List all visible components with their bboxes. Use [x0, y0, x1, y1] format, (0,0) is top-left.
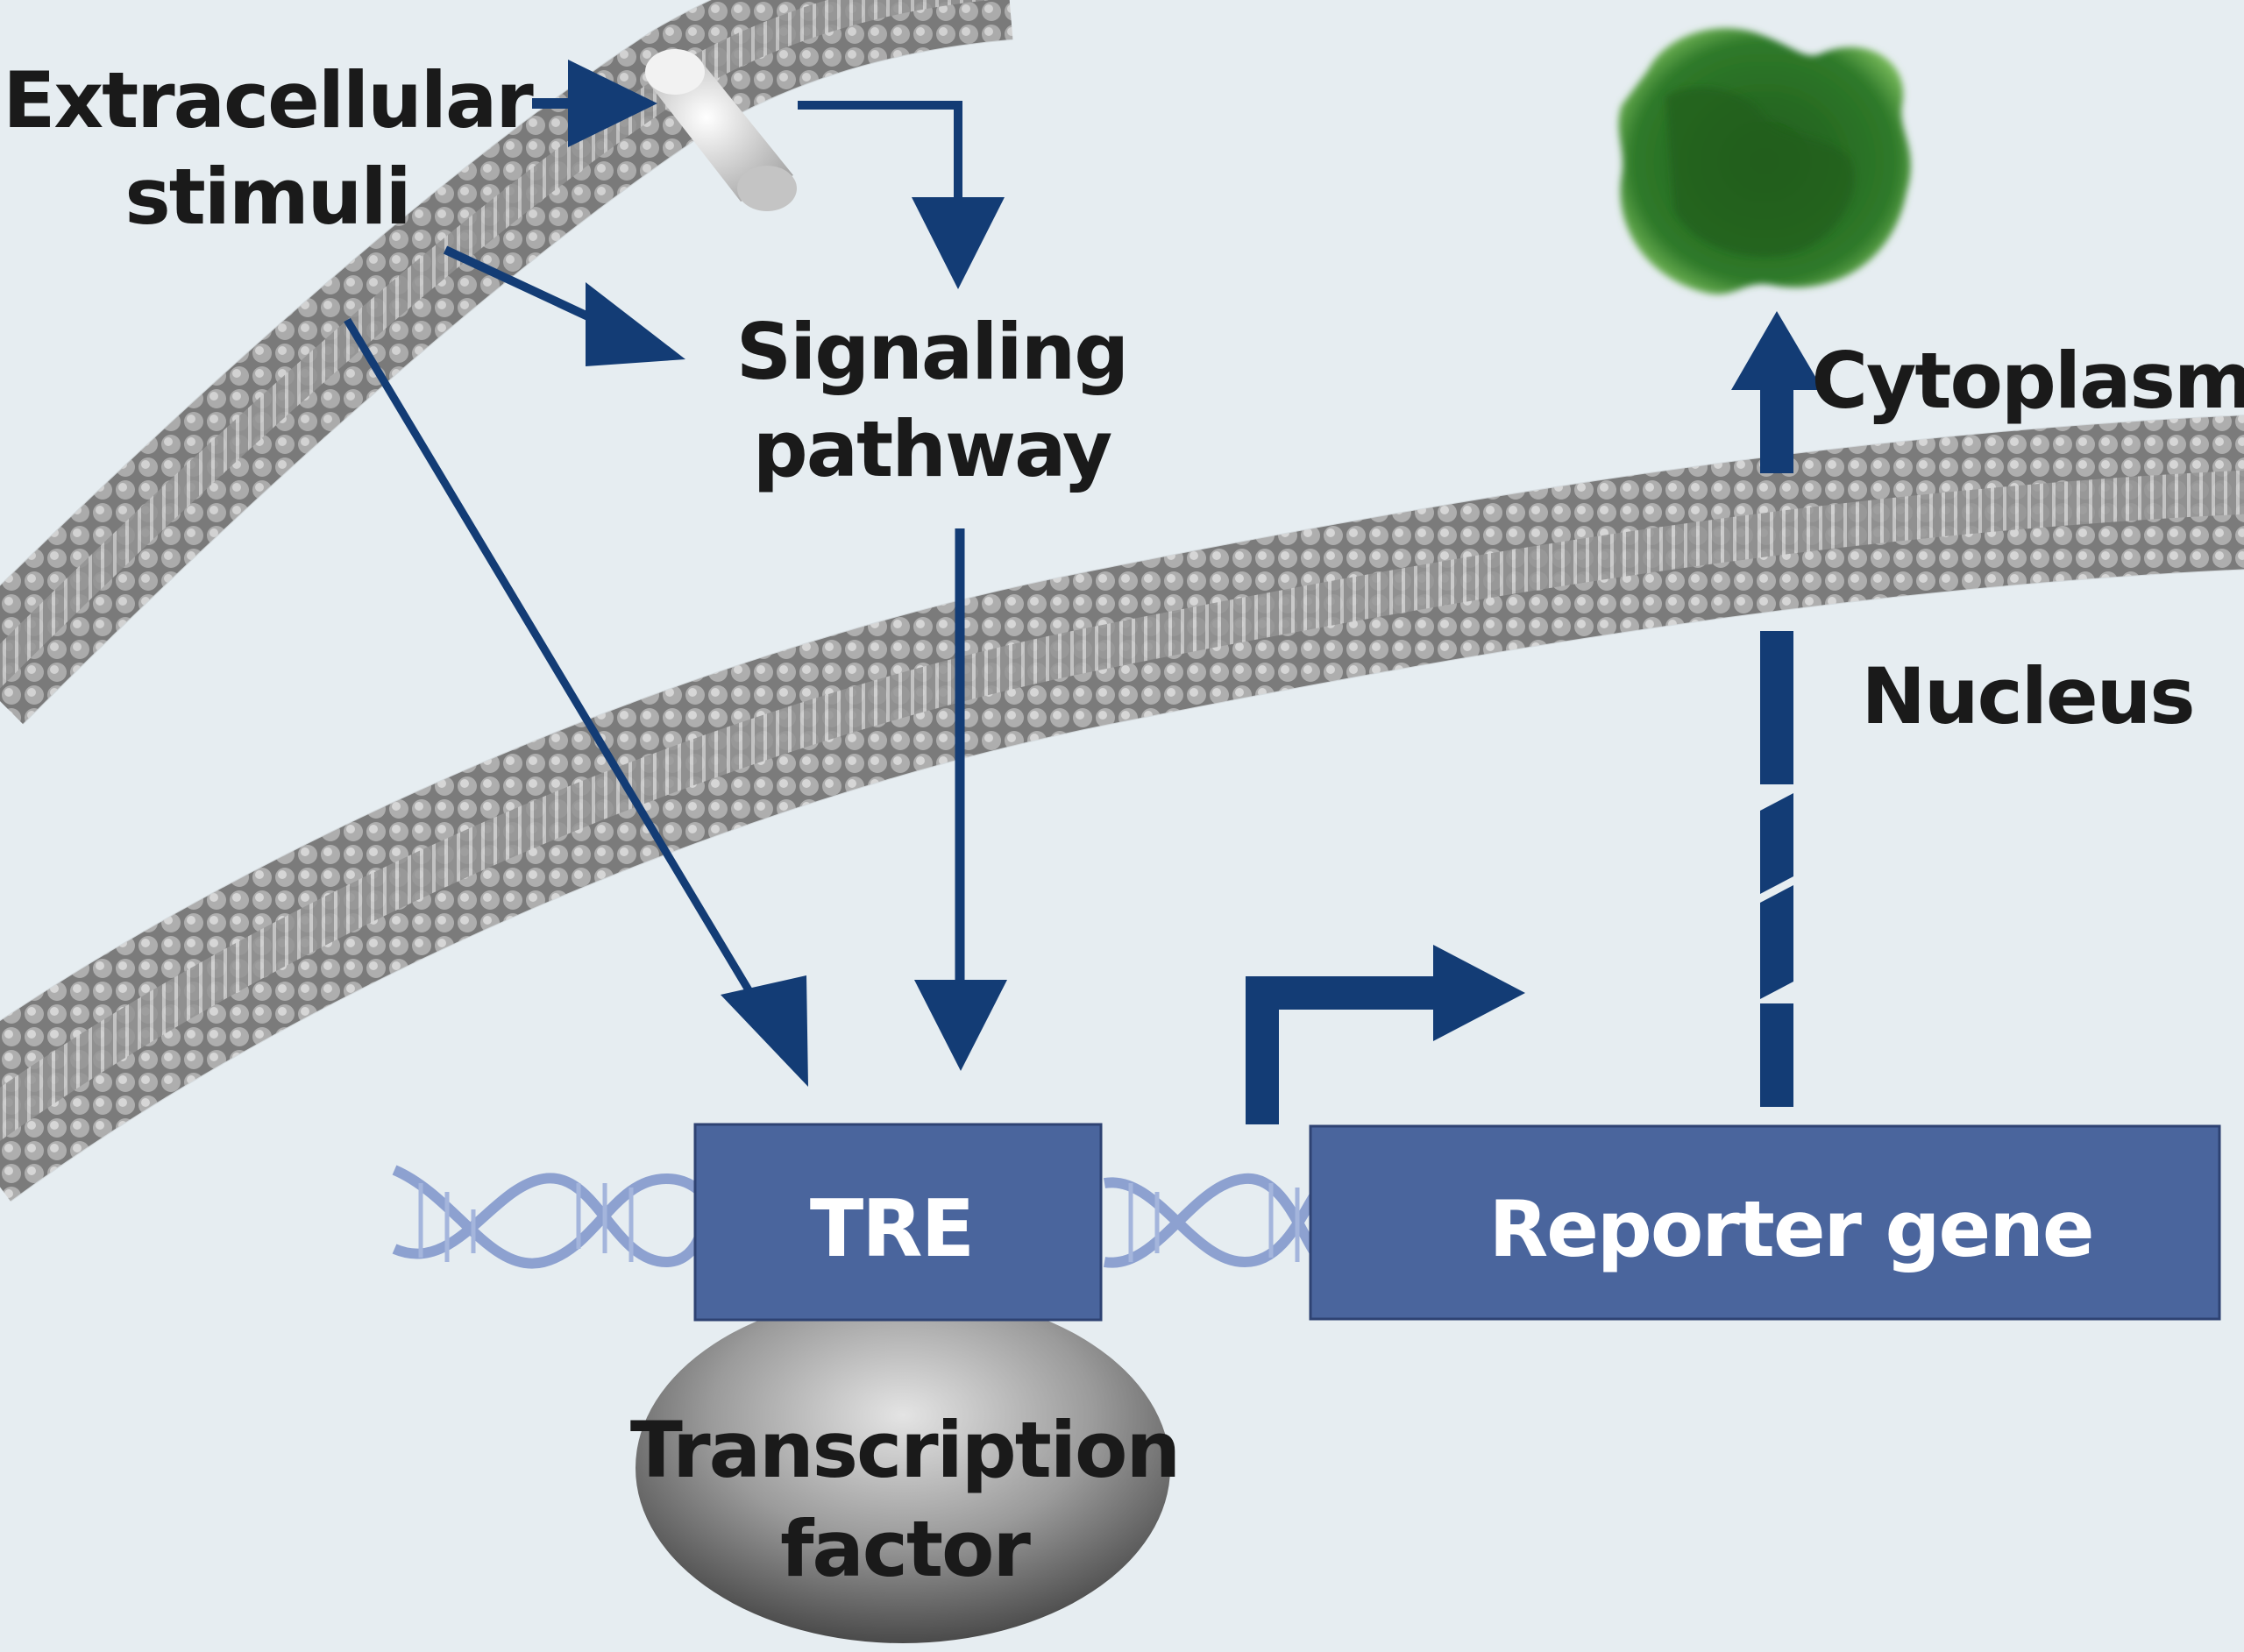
label-signaling-line2: pathway [753, 404, 1111, 494]
membrane-receptor [645, 49, 797, 211]
label-reporter-gene: Reporter gene [1488, 1184, 2092, 1274]
label-nucleus: Nucleus [1861, 651, 2193, 741]
label-transcription-line2: factor [780, 1504, 1031, 1594]
arrow-stimuli-to-receptor [532, 60, 657, 147]
arrow-signaling-to-tre [914, 528, 1007, 1071]
plasma-membrane [0, 0, 1013, 725]
label-extracellular-line1: Extracellular [3, 55, 534, 145]
label-signaling-line1: Signaling [736, 307, 1128, 397]
label-tre: TRE [810, 1183, 973, 1275]
label-transcription-line1: Transcription [630, 1405, 1179, 1495]
arrow-gene-to-cytoplasm [1731, 311, 1823, 1107]
arrow-membrane-to-signaling [443, 245, 685, 366]
dna-helix [392, 1165, 1328, 1269]
reporter-protein-icon [1618, 28, 1911, 294]
label-cytoplasm: Cytoplasm [1811, 336, 2244, 426]
transcription-factor [636, 1293, 1170, 1643]
label-extracellular-line2: stimuli [124, 152, 409, 242]
arrow-stimuli-to-tre [344, 317, 808, 1087]
arrow-transcription-start [1246, 945, 1525, 1124]
nuclear-membrane [0, 415, 2244, 1202]
reporter-gene-box [1309, 1124, 2221, 1321]
arrow-receptor-to-signaling [798, 101, 1005, 289]
tre-box [693, 1123, 1103, 1322]
